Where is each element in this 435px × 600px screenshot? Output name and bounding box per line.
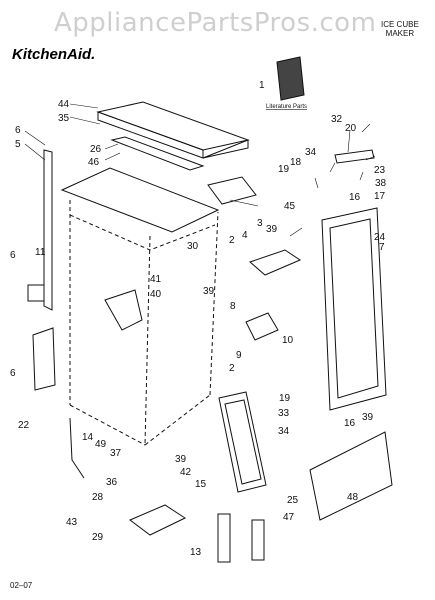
door-panel <box>321 207 387 411</box>
callout-45: 45 <box>284 201 296 212</box>
callout-30: 30 <box>187 241 199 252</box>
callout-34: 34 <box>305 147 317 158</box>
chute <box>104 289 143 331</box>
lower-bracket <box>32 327 56 391</box>
knob <box>245 312 279 341</box>
cabinet-top-frame <box>60 167 220 233</box>
callout-2: 2 <box>229 363 235 374</box>
callout-40: 40 <box>150 289 162 300</box>
callout-28: 28 <box>92 492 104 503</box>
foot-right <box>251 519 265 561</box>
callout-22: 22 <box>18 420 30 431</box>
door-strip <box>334 149 375 164</box>
callout-47: 47 <box>283 512 295 523</box>
callout-29: 29 <box>92 532 104 543</box>
callout-20: 20 <box>345 123 357 134</box>
title-line-2: MAKER <box>385 29 415 38</box>
callout-16: 16 <box>344 418 356 429</box>
callout-33: 33 <box>278 408 290 419</box>
diagram-code: 02–07 <box>10 581 33 590</box>
callout-32: 32 <box>331 114 343 125</box>
literature-label: Literature Parts <box>266 104 307 110</box>
callout-42: 42 <box>180 467 192 478</box>
title-line-1: ICE CUBE <box>381 20 419 29</box>
callout-6: 6 <box>15 125 21 136</box>
brand-logo: KitchenAid. <box>12 46 96 63</box>
left-side-panel <box>43 149 53 311</box>
callout-37: 37 <box>110 448 122 459</box>
callout-48: 48 <box>347 492 359 503</box>
callout-1: 1 <box>259 80 265 91</box>
callout-46: 46 <box>88 157 100 168</box>
callout-49: 49 <box>95 439 107 450</box>
callout-23: 23 <box>374 165 386 176</box>
callout-39: 39 <box>266 224 278 235</box>
callout-39: 39 <box>362 412 374 423</box>
hinge-bracket <box>27 284 45 302</box>
cabinet-body-outline <box>69 200 219 446</box>
foot-left <box>217 513 231 563</box>
ice-scoop-shelf <box>249 249 302 276</box>
callout-10: 10 <box>282 335 294 346</box>
callout-9: 9 <box>236 350 242 361</box>
callout-39: 39 <box>203 286 215 297</box>
callout-3: 3 <box>257 218 263 229</box>
callout-19: 19 <box>278 164 290 175</box>
callout-6: 6 <box>10 250 16 261</box>
callout-13: 13 <box>190 547 202 558</box>
drain-pipe <box>69 417 85 479</box>
kickplate <box>309 431 393 521</box>
callout-2: 2 <box>229 235 235 246</box>
callout-14: 14 <box>82 432 94 443</box>
callout-43: 43 <box>66 517 78 528</box>
trim-strip <box>110 136 205 171</box>
callout-17: 17 <box>374 191 386 202</box>
callout-11: 11 <box>35 247 46 258</box>
callout-34: 34 <box>278 426 290 437</box>
callout-25: 25 <box>287 495 299 506</box>
callout-15: 15 <box>195 479 207 490</box>
callout-7: 7 <box>379 242 385 253</box>
callout-26: 26 <box>90 144 102 155</box>
callout-41: 41 <box>150 274 162 285</box>
callout-18: 18 <box>290 157 302 168</box>
base-plate <box>129 504 187 536</box>
callout-35: 35 <box>58 113 70 124</box>
literature-book-icon <box>276 56 305 101</box>
callout-24: 24 <box>374 232 386 243</box>
callout-4: 4 <box>242 230 248 241</box>
callout-36: 36 <box>106 477 118 488</box>
callout-8: 8 <box>230 301 236 312</box>
top-lid-edge <box>97 111 204 159</box>
callout-19: 19 <box>279 393 291 404</box>
callout-16: 16 <box>349 192 361 203</box>
door-gasket <box>218 391 267 493</box>
callout-6: 6 <box>10 368 16 379</box>
callout-44: 44 <box>58 99 70 110</box>
callout-5: 5 <box>15 139 21 150</box>
insulation-pad <box>207 176 257 205</box>
callout-39: 39 <box>175 454 187 465</box>
callout-38: 38 <box>375 178 387 189</box>
site-watermark: AppliancePartsPros.com <box>54 8 377 38</box>
diagram-title: ICE CUBE MAKER <box>381 20 419 38</box>
